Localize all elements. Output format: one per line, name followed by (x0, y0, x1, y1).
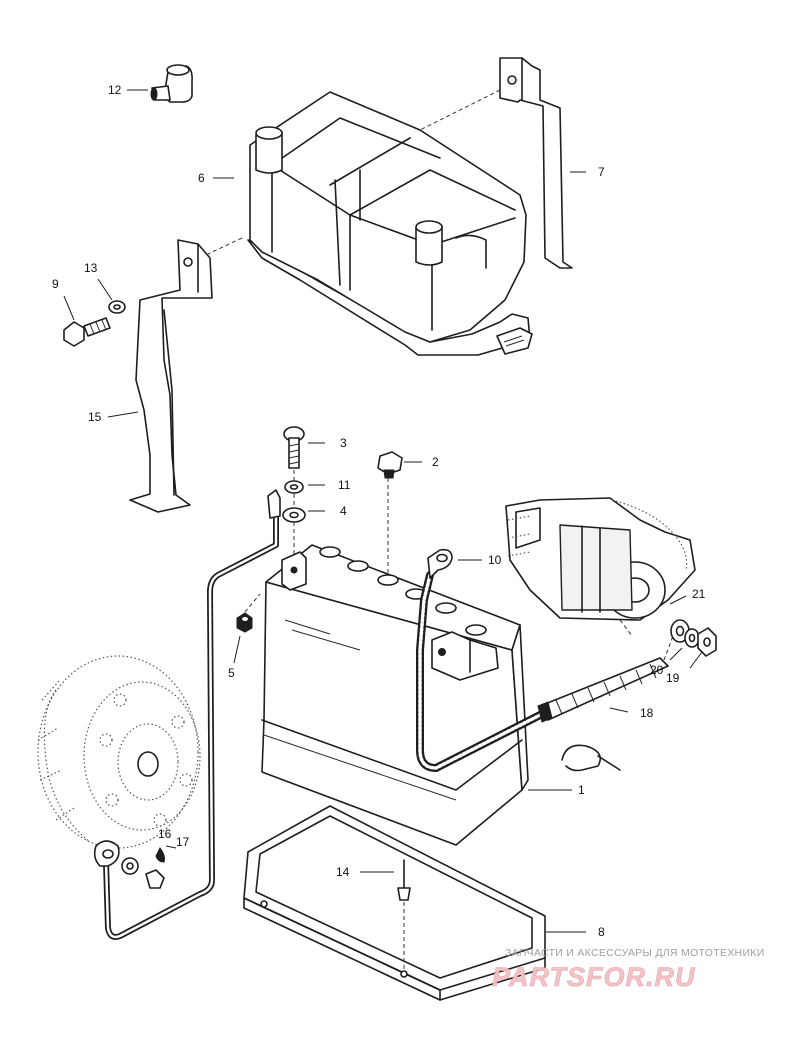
callout-21: 21 (692, 587, 706, 601)
alignment-line (419, 89, 501, 131)
callout-1: 1 (578, 783, 585, 797)
cable-tie (561, 744, 621, 772)
battery-tray (243, 805, 546, 1001)
callout-9: 9 (52, 277, 59, 291)
ground-lock-washer (121, 857, 139, 875)
callout-5: 5 (228, 666, 235, 680)
callout-6: 6 (198, 171, 205, 185)
watermark-brand: PARTSFOR.RU (492, 962, 696, 992)
callout-14: 14 (336, 865, 350, 879)
terminal-nut (236, 612, 253, 633)
callout-20: 20 (650, 663, 664, 677)
cable-boot (537, 657, 669, 723)
callout-7: 7 (598, 165, 605, 179)
callout-labels: 12 6 7 9 13 15 3 2 11 4 10 5 21 20 19 18… (52, 83, 706, 939)
terminal-spacer (282, 507, 306, 523)
watermark: ЗАПЧАСТИ И АКСЕССУАРЫ ДЛЯ МОТОТЕХНИКИ PA… (492, 947, 765, 992)
callout-3: 3 (340, 436, 347, 450)
vent-elbow-fitting (150, 64, 193, 103)
callout-16: 16 (158, 827, 172, 841)
callout-18: 18 (640, 706, 654, 720)
callout-13: 13 (84, 261, 98, 275)
alignment-line (244, 593, 261, 613)
callout-19: 19 (666, 671, 680, 685)
battery-bracket-left (129, 239, 213, 513)
bracket-bolt (63, 317, 111, 347)
terminal-bolt (283, 426, 305, 469)
starter-lock-washer (684, 628, 700, 648)
callout-leaders (63, 89, 703, 933)
callout-8: 8 (598, 925, 605, 939)
battery-bracket-right (499, 57, 573, 269)
alignment-line (207, 237, 243, 255)
callout-11: 11 (338, 478, 351, 492)
terminal-washer (284, 480, 304, 494)
tray-fastener (397, 859, 411, 972)
bracket-washer (108, 300, 126, 314)
callout-10: 10 (488, 553, 502, 567)
small-drop-fitting (155, 847, 165, 863)
engine-flywheel-housing (37, 655, 201, 849)
watermark-tagline: ЗАПЧАСТИ И АКСЕССУАРЫ ДЛЯ МОТОТЕХНИКИ (505, 947, 765, 959)
callout-2: 2 (432, 455, 439, 469)
starter-nut (697, 627, 717, 657)
callout-17: 17 (176, 835, 190, 849)
battery-cover (247, 91, 533, 356)
callout-12: 12 (108, 83, 122, 97)
ground-cable (93, 489, 281, 940)
callout-15: 15 (88, 410, 102, 424)
callout-4: 4 (340, 504, 347, 518)
positive-cable (416, 548, 550, 772)
starter-motor (505, 497, 696, 637)
ground-screw (145, 869, 165, 889)
vent-plug (377, 451, 403, 479)
battery (261, 544, 529, 846)
